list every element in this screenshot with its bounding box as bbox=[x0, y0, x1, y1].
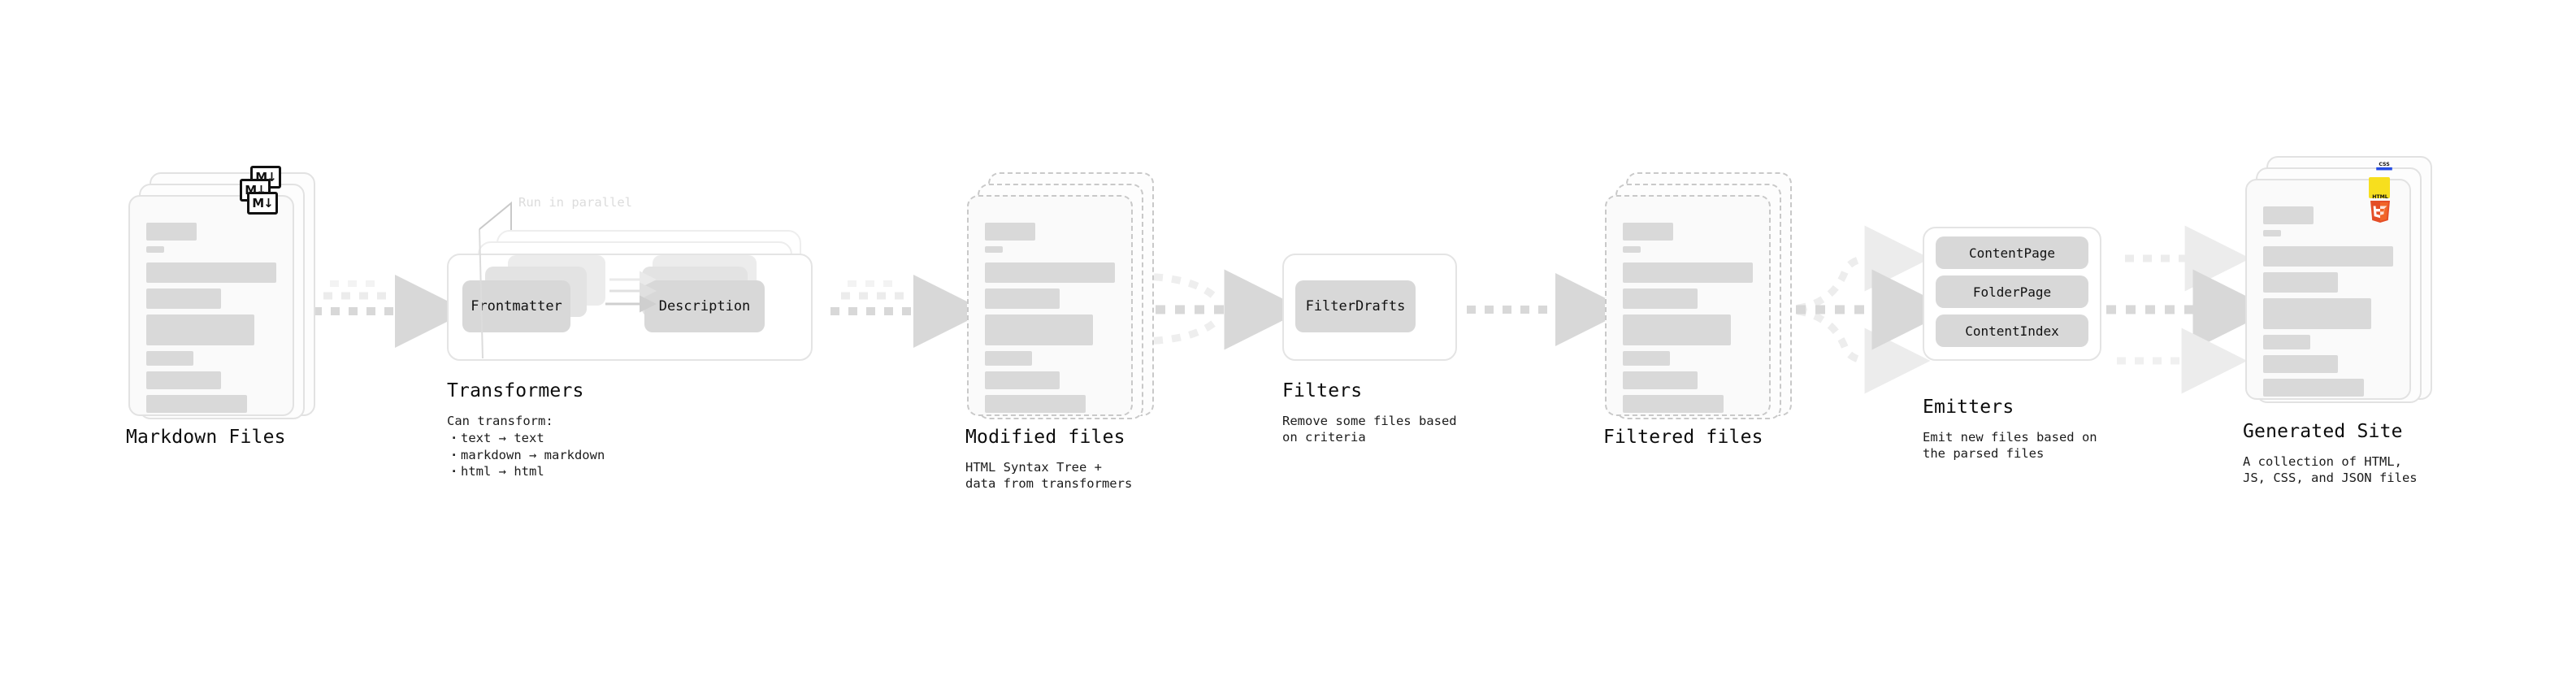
placeholder-bar bbox=[2263, 298, 2371, 329]
placeholder-bar bbox=[2263, 206, 2314, 224]
transformer-chip-frontmatter[interactable]: Frontmatter bbox=[462, 280, 570, 332]
transformers-bullets: Can transform: text → text markdown → ma… bbox=[447, 413, 605, 480]
transformers-bullets-head: Can transform: bbox=[447, 414, 553, 428]
placeholder-bar bbox=[985, 246, 1003, 253]
placeholder-bar bbox=[985, 371, 1060, 389]
modified-files-subtitle: HTML Syntax Tree + data from transformer… bbox=[965, 460, 1133, 492]
placeholder-bar bbox=[1623, 288, 1698, 309]
placeholder-bar bbox=[146, 223, 197, 241]
placeholder-bar bbox=[2263, 230, 2281, 236]
generated-site-card-stack: CSS HTML bbox=[2245, 156, 2432, 403]
emitter-chip-folderpage[interactable]: FolderPage bbox=[1936, 275, 2088, 308]
bullet-item: markdown → markdown bbox=[450, 447, 605, 464]
placeholder-bar bbox=[1623, 246, 1641, 253]
placeholder-bar bbox=[146, 371, 221, 389]
generated-site-title: Generated Site bbox=[2243, 421, 2403, 442]
emitter-chip-contentpage[interactable]: ContentPage bbox=[1936, 236, 2088, 269]
placeholder-bar bbox=[2263, 272, 2338, 293]
placeholder-bar bbox=[146, 351, 193, 366]
placeholder-bar bbox=[985, 288, 1060, 309]
bullet-item: html → html bbox=[450, 463, 605, 480]
placeholder-bar bbox=[985, 262, 1115, 283]
placeholder-bar bbox=[1623, 223, 1673, 241]
filtered-files-card-stack bbox=[1605, 172, 1792, 419]
placeholder-bar bbox=[2263, 246, 2393, 267]
connector-emitters-to-site bbox=[2106, 225, 2274, 394]
placeholder-bar bbox=[985, 395, 1086, 413]
transformer-chip-description[interactable]: Description bbox=[644, 280, 765, 332]
transformers-title: Transformers bbox=[447, 380, 584, 401]
emitters-title: Emitters bbox=[1923, 397, 2014, 418]
emitter-chip-contentindex[interactable]: ContentIndex bbox=[1936, 314, 2088, 347]
placeholder-bar bbox=[1623, 351, 1670, 366]
modified-files-title: Modified files bbox=[965, 427, 1125, 448]
markdown-icon: M↓ bbox=[247, 192, 278, 215]
placeholder-bar bbox=[2263, 335, 2310, 349]
placeholder-bar bbox=[146, 246, 164, 253]
connector-md-to-transformers bbox=[313, 275, 468, 348]
filter-chip-filterdrafts[interactable]: FilterDrafts bbox=[1295, 280, 1416, 332]
site-card-content bbox=[2245, 179, 2411, 400]
placeholder-bar bbox=[146, 395, 247, 413]
placeholder-bar bbox=[985, 223, 1035, 241]
placeholder-bar bbox=[2263, 355, 2338, 373]
transformers-bullet-list: text → text markdown → markdown html → h… bbox=[447, 430, 605, 480]
modified-card-content bbox=[967, 195, 1133, 416]
bullet-item: text → text bbox=[450, 430, 605, 447]
generated-site-subtitle: A collection of HTML, JS, CSS, and JSON … bbox=[2243, 454, 2418, 486]
filtered-card-content bbox=[1605, 195, 1771, 416]
js-icon bbox=[2369, 177, 2390, 198]
css3-icon: CSS bbox=[2375, 160, 2393, 180]
placeholder-bar bbox=[146, 288, 221, 309]
filters-title: Filters bbox=[1282, 380, 1363, 401]
placeholder-bar bbox=[985, 351, 1032, 366]
placeholder-bar bbox=[2263, 379, 2364, 397]
svg-text:HTML: HTML bbox=[2372, 194, 2388, 200]
svg-text:CSS: CSS bbox=[2379, 162, 2390, 167]
markdown-files-title: Markdown Files bbox=[126, 427, 286, 448]
filtered-files-title: Filtered files bbox=[1603, 427, 1763, 448]
emitters-subtitle: Emit new files based on the parsed files bbox=[1923, 430, 2097, 462]
placeholder-bar bbox=[985, 314, 1093, 345]
placeholder-bar bbox=[1623, 314, 1731, 345]
modified-files-card-stack bbox=[967, 172, 1154, 419]
filters-subtitle: Remove some files based on criteria bbox=[1282, 414, 1457, 445]
placeholder-bar bbox=[146, 262, 276, 283]
placeholder-bar bbox=[146, 314, 254, 345]
placeholder-bar bbox=[1623, 371, 1698, 389]
markdown-card-content bbox=[128, 195, 294, 416]
placeholder-bar bbox=[1623, 395, 1724, 413]
html5-icon: HTML bbox=[2368, 192, 2392, 223]
run-in-parallel-note: Run in parallel bbox=[518, 195, 632, 210]
markdown-files-card-stack: M↓ M↓ M↓ bbox=[128, 166, 315, 419]
connector-transformers-to-modified bbox=[830, 275, 987, 348]
placeholder-bar bbox=[1623, 262, 1753, 283]
